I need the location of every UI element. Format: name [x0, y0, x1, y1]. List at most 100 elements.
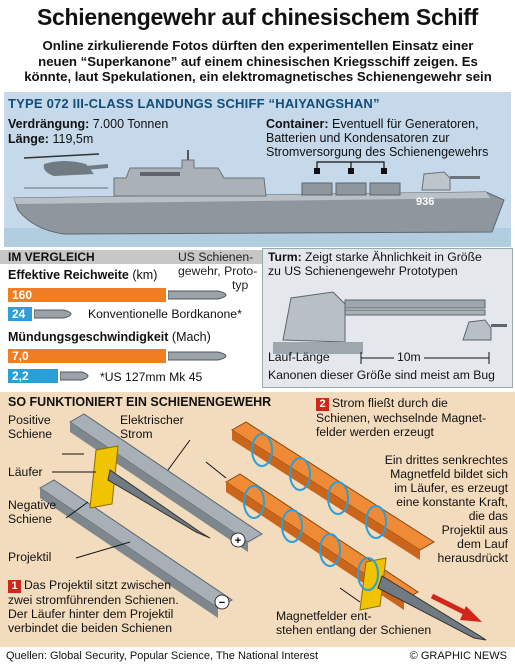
leader-line	[65, 501, 89, 519]
turret-text-line: Zeigt starke Ähnlichkeit in Größe	[305, 250, 482, 264]
turret-text-line: zu US Schienengewehr Prototypen	[268, 264, 458, 278]
railgun-projectile-icon	[168, 290, 227, 300]
container-marker	[381, 168, 387, 174]
step-2-number: 2	[316, 398, 329, 411]
step-3-line: die das	[468, 509, 508, 523]
step-1-line: Der Läufer hinter dem Projektil	[8, 607, 174, 621]
range-label: Effektive Reichweite	[8, 268, 129, 282]
railgun-projectile-icon	[168, 351, 227, 361]
step-3: Ein drittes senkrechtes Magnetfeld bilde…	[372, 453, 508, 565]
rails-static	[39, 413, 263, 618]
leader-line	[205, 461, 227, 479]
magnetic-fields-label: Magnetfelder ent- stehen entlang der Sch…	[276, 609, 431, 637]
intro-line: könnte, laut Spekulationen, ein elektrom…	[24, 69, 492, 84]
sources: Quellen: Global Security, Popular Scienc…	[6, 650, 319, 662]
range-heading: Effektive Reichweite (km)	[8, 268, 157, 282]
railgun-caption: US Schienen- gewehr, Proto- typ	[178, 250, 257, 292]
barrel-length-value: 10m	[394, 350, 424, 364]
rails-energized	[225, 421, 487, 641]
length-value: 119,5m	[52, 132, 94, 146]
range-railgun-bar: 160	[8, 288, 166, 302]
label-line: Strom	[120, 427, 153, 441]
label-line: Magnetfelder ent-	[276, 609, 372, 623]
velocity-railgun-bar: 7,0	[8, 349, 166, 363]
leader-line	[167, 439, 191, 471]
step-3-line: dem Lauf	[457, 537, 508, 551]
ship-length: Länge: 119,5m	[8, 132, 93, 146]
force-arrow-shaft	[430, 593, 470, 617]
length-label: Länge:	[8, 132, 49, 146]
velocity-railgun-value: 7,0	[12, 349, 29, 363]
bow-turret-barrel	[491, 324, 507, 327]
shell-icon	[34, 309, 72, 319]
step-1-line: zwei stromführenden Schienen.	[8, 593, 179, 607]
container-text-line: Batterien und Kondensatoren zur	[266, 131, 450, 145]
label-line: Negative	[8, 498, 57, 512]
range-unit: (km)	[132, 268, 158, 282]
container-1	[301, 182, 333, 196]
intro-line: neuen “Superkanone” auf einem chinesisch…	[38, 53, 478, 69]
negative-rail-label: Negative Schiene	[8, 498, 56, 526]
container-label: Container:	[266, 117, 329, 131]
armature-label: Läufer	[8, 465, 43, 479]
velocity-conventional-value: 2,2	[12, 369, 29, 383]
intro-line: Online zirkulierende Fotos dürften den e…	[42, 38, 474, 53]
current-label: Elektrischer Strom	[120, 413, 184, 441]
positive-rail-label: Positive Schiene	[8, 413, 52, 441]
step-3-line: eine konstante Kraft,	[396, 495, 508, 509]
step-1-number: 1	[8, 580, 21, 593]
displacement-value: 7.000 Tonnen	[92, 117, 169, 131]
displacement: Verdrängung: 7.000 Tonnen	[8, 117, 168, 131]
minus-sign: −	[219, 597, 225, 609]
step-2-line: Schienen, wechselnde Magnet-	[316, 411, 487, 425]
bridge-windows	[140, 172, 180, 176]
step-2-line: Strom fließt durch die	[332, 396, 448, 410]
range-railgun-value: 160	[12, 288, 33, 302]
hull-number: 936	[416, 196, 434, 208]
superstructure	[113, 159, 267, 197]
step-1-line: Das Projektil sitzt zwischen	[24, 578, 171, 592]
container-annotation: Container: Eventuell für Generatoren, Ba…	[266, 117, 488, 159]
armature-block	[89, 445, 119, 509]
force-arrow-head	[460, 606, 482, 622]
step-3-line: herausdrückt	[437, 551, 508, 565]
credit: © GRAPHIC NEWS	[409, 650, 507, 662]
label-line: Elektrischer	[120, 413, 184, 427]
displacement-label: Verdrängung:	[8, 117, 90, 131]
velocity-heading: Mündungsgeschwindigkeit (Mach)	[8, 330, 211, 344]
step-3-line: Projektil aus	[441, 523, 508, 537]
intro-text: Online zirkulierende Fotos dürften den e…	[8, 38, 508, 85]
step-2-line: felder werden erzeugt	[316, 425, 434, 439]
railgun-caption-line: gewehr, Proto-	[178, 264, 258, 278]
container-text-line: Eventuell für Generatoren,	[331, 117, 479, 131]
label-line: Schiene	[8, 512, 53, 526]
step-3-line: Ein drittes senkrechtes	[384, 453, 508, 467]
ship-heading: TYPE 072 III-CLASS LANDUNGS SCHIFF “HAIY…	[8, 96, 380, 111]
magnetic-field-rings	[243, 433, 387, 591]
step-1-line: verbindet die beiden Schienen	[8, 621, 172, 635]
ship-illustration: 936	[4, 150, 511, 247]
container-2	[335, 182, 367, 196]
label-line: stehen entlang der Schienen	[276, 623, 432, 637]
comparison-heading: IM VERGLEICH	[0, 250, 298, 264]
turret-illustration	[273, 291, 507, 364]
bow-turret-icon	[462, 319, 492, 341]
page-title: Schienengewehr auf chinesischem Schiff	[36, 4, 479, 30]
leader-line	[339, 587, 361, 603]
range-conventional-label: Konventionelle Bordkanone*	[88, 307, 242, 321]
range-conventional-value: 24	[12, 307, 26, 321]
label-line: Schiene	[8, 427, 53, 441]
leader-line	[75, 541, 131, 559]
how-it-works-heading: SO FUNKTIONIERT EIN SCHIENENGEWEHR	[8, 395, 272, 409]
turret-annotation: Turm: Zeigt starke Ähnlichkeit in Größe …	[268, 250, 482, 278]
plus-sign: +	[235, 535, 241, 547]
velocity-unit: (Mach)	[171, 330, 211, 344]
range-conventional-bar: 24	[8, 307, 32, 321]
turret-note: Kanonen dieser Größe sind meist am Bug	[268, 368, 495, 382]
container-text-line: Stromversorgung des Schienengewehrs	[266, 145, 489, 159]
velocity-conventional-label: *US 127mm Mk 45	[100, 370, 203, 384]
railgun-caption-line: US Schienen-	[178, 250, 254, 264]
